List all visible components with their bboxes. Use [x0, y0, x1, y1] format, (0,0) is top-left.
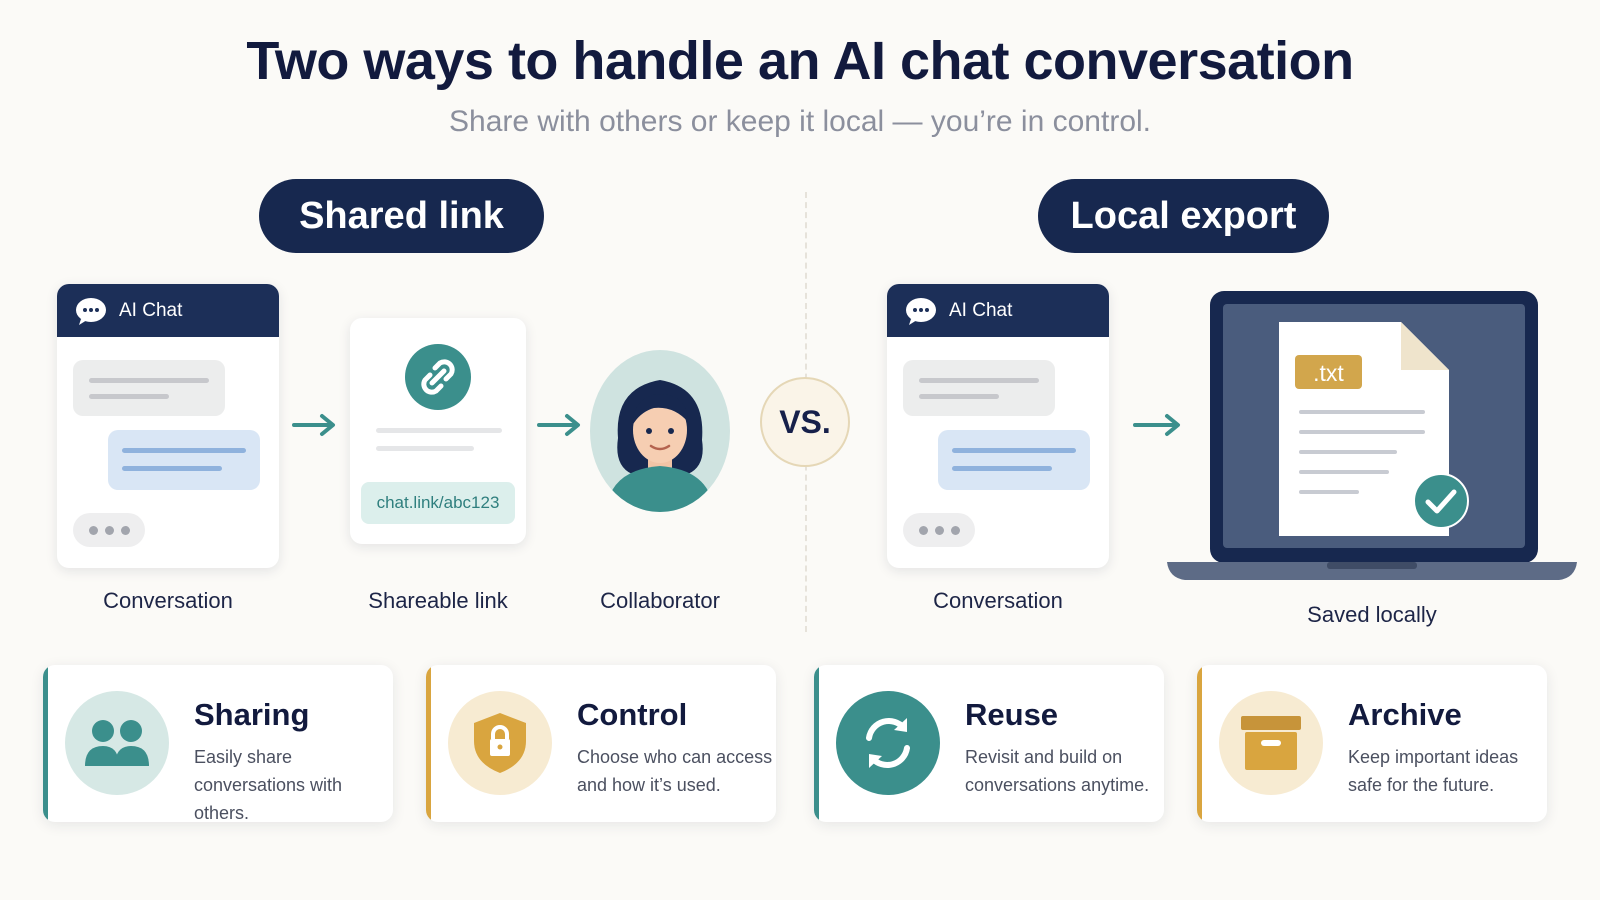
- feature-card-archive: Archive Keep important ideas safe for th…: [1197, 665, 1547, 822]
- caption-saved-locally: Saved locally: [1307, 602, 1437, 627]
- chat-window-title: AI Chat: [949, 299, 1013, 321]
- arrow-right-icon: [537, 414, 580, 436]
- chat-bubble-icon: [906, 297, 936, 325]
- card-accent-bar: [426, 665, 431, 822]
- arrow-right-icon: [292, 414, 335, 436]
- share-url-chip[interactable]: chat.link/abc123: [361, 482, 515, 524]
- vs-badge: VS.: [760, 377, 850, 467]
- feature-description: Choose who can access and how it’s used.: [577, 747, 773, 795]
- feature-card-control: Control Choose who can access and how it…: [426, 665, 776, 822]
- shared-link-pill: Shared link: [259, 179, 544, 253]
- chat-window-header: AI Chat: [887, 284, 1109, 337]
- incoming-message-bubble: [73, 360, 225, 416]
- feature-title: Reuse: [965, 697, 1059, 732]
- file-extension-label: .txt: [1313, 359, 1344, 386]
- feature-title: Control: [577, 697, 688, 732]
- typing-indicator: [73, 513, 145, 547]
- incoming-message-bubble: [903, 360, 1055, 416]
- outgoing-message-bubble: [938, 430, 1090, 490]
- local-export-pill: Local export: [1038, 179, 1329, 253]
- archive-box-icon: [1219, 691, 1323, 795]
- typing-indicator: [903, 513, 975, 547]
- refresh-icon: [836, 691, 940, 795]
- conversation-window-right: AI Chat: [887, 284, 1109, 568]
- feature-card-sharing: Sharing Easily share conversations with …: [43, 665, 393, 822]
- conversation-window-left: AI Chat: [57, 284, 279, 568]
- people-icon: [65, 691, 169, 795]
- feature-description: Easily share conversations with others.: [194, 747, 343, 822]
- feature-title: Archive: [1348, 697, 1462, 732]
- page-title: Two ways to handle an AI chat conversati…: [246, 31, 1354, 91]
- card-accent-bar: [1197, 665, 1202, 822]
- caption-shareable-link: Shareable link: [368, 588, 508, 613]
- feature-description: Keep important ideas safe for the future…: [1348, 747, 1519, 795]
- outgoing-message-bubble: [108, 430, 260, 490]
- shield-lock-icon: [448, 691, 552, 795]
- feature-description: Revisit and build on conversations anyti…: [965, 747, 1150, 795]
- chat-bubble-icon: [76, 297, 106, 325]
- arrow-right-icon: [1133, 414, 1180, 436]
- feature-title: Sharing: [194, 697, 310, 732]
- caption-conversation-left: Conversation: [103, 588, 233, 613]
- card-accent-bar: [43, 665, 48, 822]
- card-accent-bar: [814, 665, 819, 822]
- check-circle-icon: [1413, 473, 1469, 529]
- chat-window-title: AI Chat: [119, 299, 183, 321]
- collaborator-avatar: [590, 350, 730, 512]
- caption-conversation-right: Conversation: [933, 588, 1063, 613]
- caption-collaborator: Collaborator: [600, 588, 720, 613]
- shareable-link-card: chat.link/abc123: [350, 318, 526, 544]
- link-icon: [405, 344, 471, 410]
- text-file-icon: [1279, 322, 1449, 536]
- page-subtitle: Share with others or keep it local — you…: [449, 105, 1151, 138]
- feature-card-reuse: Reuse Revisit and build on conversations…: [814, 665, 1164, 822]
- chat-window-header: AI Chat: [57, 284, 279, 337]
